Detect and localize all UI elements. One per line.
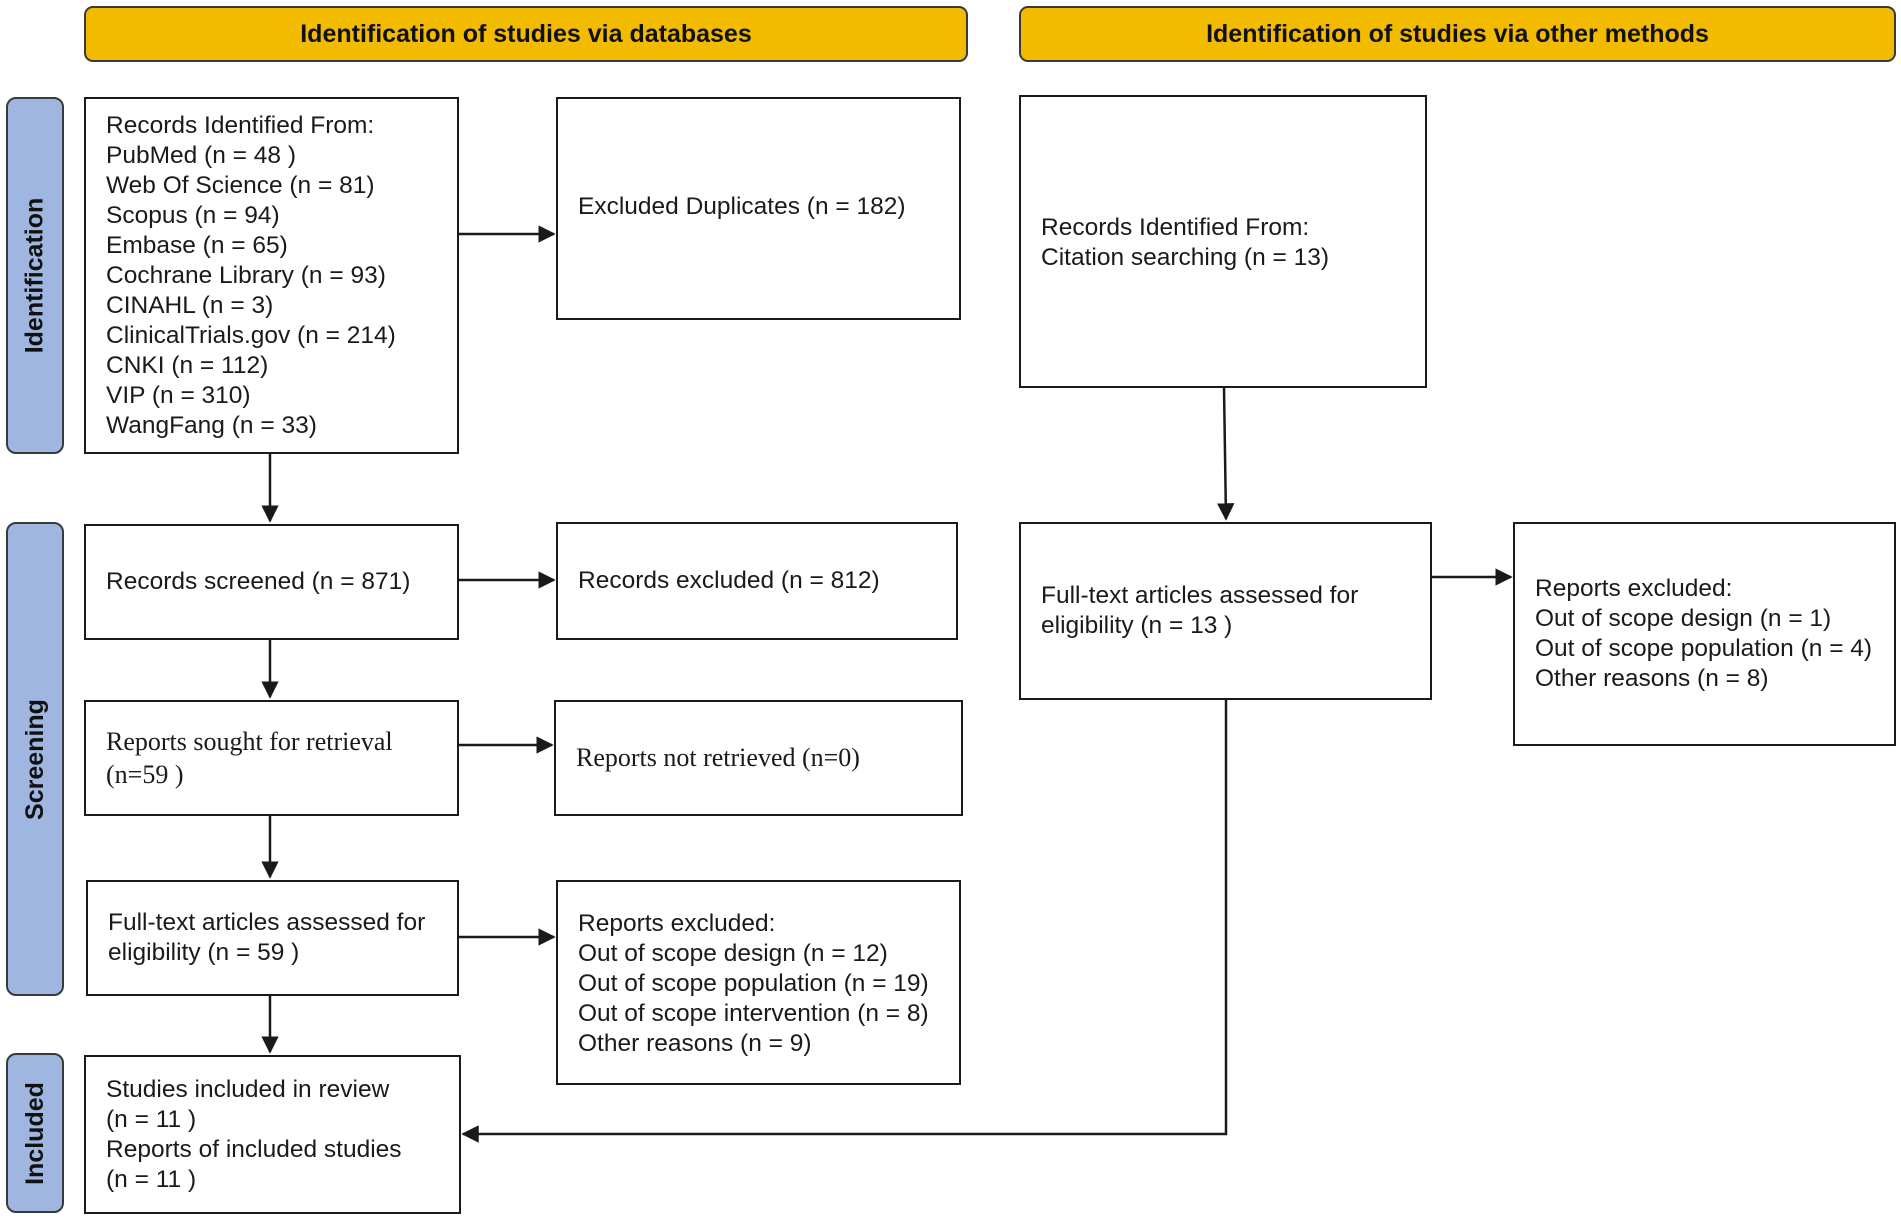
source-item: PubMed (n = 48 ) (106, 141, 296, 169)
records-excluded-text: Records excluded (n = 812) (578, 567, 880, 594)
phase-included-label: Included (20, 1081, 49, 1185)
records-excluded-box: Records excluded (n = 812) (556, 522, 958, 640)
phase-identification: Identification (6, 97, 64, 454)
db-reports-excluded-title: Reports excluded: (578, 910, 776, 937)
other-reports-excluded-title: Reports excluded: (1535, 575, 1733, 602)
other-records-identified-box: Records Identified From: Citation search… (1019, 95, 1427, 388)
other-reports-excluded-box: Reports excluded: Out of scope design (n… (1513, 522, 1896, 746)
header-databases: Identification of studies via databases (84, 6, 968, 62)
exclusion-reason: Out of scope design (n = 12) (578, 940, 888, 967)
exclusion-reason: Other reasons (n = 9) (578, 1030, 812, 1057)
other-fulltext-line1: Full-text articles assessed for (1041, 582, 1359, 609)
source-item: ClinicalTrials.gov (n = 214) (106, 321, 396, 349)
included-box: Studies included in review (n = 11 ) Rep… (84, 1055, 461, 1214)
included-line: Studies included in review (106, 1075, 390, 1103)
exclusion-reason: Out of scope population (n = 19) (578, 970, 929, 997)
db-records-identified-box: Records Identified From: PubMed (n = 48 … (84, 97, 459, 454)
exclusion-reason: Out of scope intervention (n = 8) (578, 1000, 929, 1027)
exclusion-reason: Other reasons (n = 8) (1535, 665, 1769, 692)
source-item: CNKI (n = 112) (106, 351, 269, 379)
source-item: Web Of Science (n = 81) (106, 171, 375, 199)
header-other-methods-label: Identification of studies via other meth… (1206, 19, 1709, 48)
records-screened-box: Records screened (n = 871) (84, 524, 459, 640)
source-item: Cochrane Library (n = 93) (106, 261, 386, 289)
db-reports-excluded-box: Reports excluded: Out of scope design (n… (556, 880, 961, 1085)
source-item: CINAHL (n = 3) (106, 291, 274, 319)
phase-included: Included (6, 1053, 64, 1213)
exclusion-reason: Out of scope population (n = 4) (1535, 635, 1873, 662)
reports-sought-line2: (n=59 ) (106, 760, 184, 789)
reports-not-retrieved-text: Reports not retrieved (n=0) (576, 743, 860, 772)
other-fulltext-line2: eligibility (n = 13 ) (1041, 612, 1233, 639)
phase-screening: Screening (6, 522, 64, 996)
db-fulltext-assessed-box: Full-text articles assessed for eligibil… (86, 880, 459, 996)
db-fulltext-line2: eligibility (n = 59 ) (108, 939, 300, 966)
exclusion-reason: Out of scope design (n = 1) (1535, 605, 1832, 632)
excluded-duplicates-box: Excluded Duplicates (n = 182) (556, 97, 961, 320)
source-item: VIP (n = 310) (106, 381, 251, 409)
included-line: (n = 11 ) (106, 1105, 197, 1133)
other-records-line1: Records Identified From: (1041, 214, 1310, 241)
other-fulltext-assessed-box: Full-text articles assessed for eligibil… (1019, 522, 1432, 700)
reports-sought-box: Reports sought for retrieval (n=59 ) (84, 700, 459, 816)
source-item: Embase (n = 65) (106, 231, 288, 259)
phase-screening-label: Screening (20, 698, 49, 820)
excluded-duplicates-text: Excluded Duplicates (n = 182) (578, 193, 906, 220)
other-records-line2: Citation searching (n = 13) (1041, 244, 1330, 271)
reports-not-retrieved-box: Reports not retrieved (n=0) (554, 700, 963, 816)
reports-sought-line1: Reports sought for retrieval (106, 727, 393, 756)
included-line: Reports of included studies (106, 1135, 402, 1163)
records-screened-text: Records screened (n = 871) (106, 568, 411, 595)
phase-identification-label: Identification (20, 197, 49, 354)
source-item: WangFang (n = 33) (106, 411, 317, 439)
source-item: Scopus (n = 94) (106, 201, 280, 229)
db-fulltext-line1: Full-text articles assessed for (108, 909, 426, 936)
arrow-to-other-fulltext (1217, 387, 1235, 521)
db-records-identified-title: Records Identified From: (106, 111, 375, 139)
header-other-methods: Identification of studies via other meth… (1019, 6, 1896, 62)
header-databases-label: Identification of studies via databases (300, 19, 752, 48)
included-line: (n = 11 ) (106, 1165, 197, 1193)
